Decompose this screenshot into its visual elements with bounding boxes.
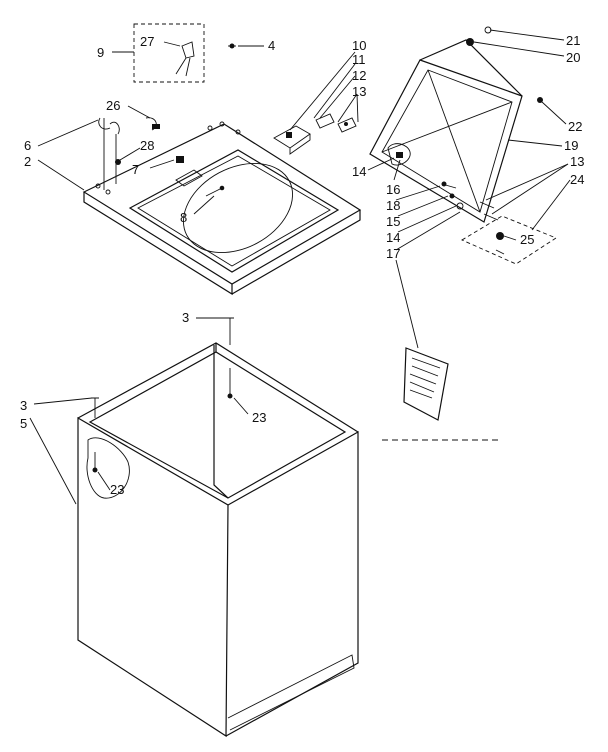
part-label-16: 16 (386, 182, 400, 197)
part-label-9: 9 (97, 45, 104, 60)
left-hardware (98, 23, 236, 190)
part-label-6: 6 (24, 138, 31, 153)
part-label-15: 15 (386, 214, 400, 229)
part-label-23-front: 23 (110, 482, 124, 497)
part-label-14-upper: 14 (352, 164, 366, 179)
part-label-11: 11 (352, 52, 366, 67)
part-label-4: 4 (268, 38, 275, 53)
part-label-10: 10 (352, 38, 366, 53)
lid (369, 26, 557, 421)
part-label-28: 28 (140, 138, 154, 153)
cabinet (77, 317, 359, 738)
part-label-13-hinge: 13 (352, 84, 366, 99)
part-label-14-lower: 14 (386, 230, 400, 245)
part-label-22: 22 (568, 119, 582, 134)
part-label-8: 8 (180, 210, 187, 225)
part-numbers: 9 27 4 10 11 12 13 21 20 22 19 13 24 25 … (20, 33, 584, 497)
part-label-23-rear: 23 (252, 410, 266, 425)
part-label-17: 17 (386, 246, 400, 261)
top-panel (82, 121, 362, 296)
part-label-5: 5 (20, 416, 27, 431)
part-label-25: 25 (520, 232, 534, 247)
part-label-26: 26 (106, 98, 120, 113)
part-label-12: 12 (352, 68, 366, 83)
part-label-7: 7 (132, 162, 139, 177)
part-label-24: 24 (570, 172, 584, 187)
leader-lines (29, 29, 571, 505)
part-label-3-rear: 3 (182, 310, 189, 325)
part-label-20: 20 (566, 50, 580, 65)
part-label-27: 27 (140, 34, 154, 49)
part-label-3-front: 3 (20, 398, 27, 413)
part-label-19: 19 (564, 138, 578, 153)
part-label-18: 18 (386, 198, 400, 213)
part-label-13-lid: 13 (570, 154, 584, 169)
hinge-assembly (273, 113, 357, 155)
part-label-21: 21 (566, 33, 580, 48)
part-label-2: 2 (24, 154, 31, 169)
